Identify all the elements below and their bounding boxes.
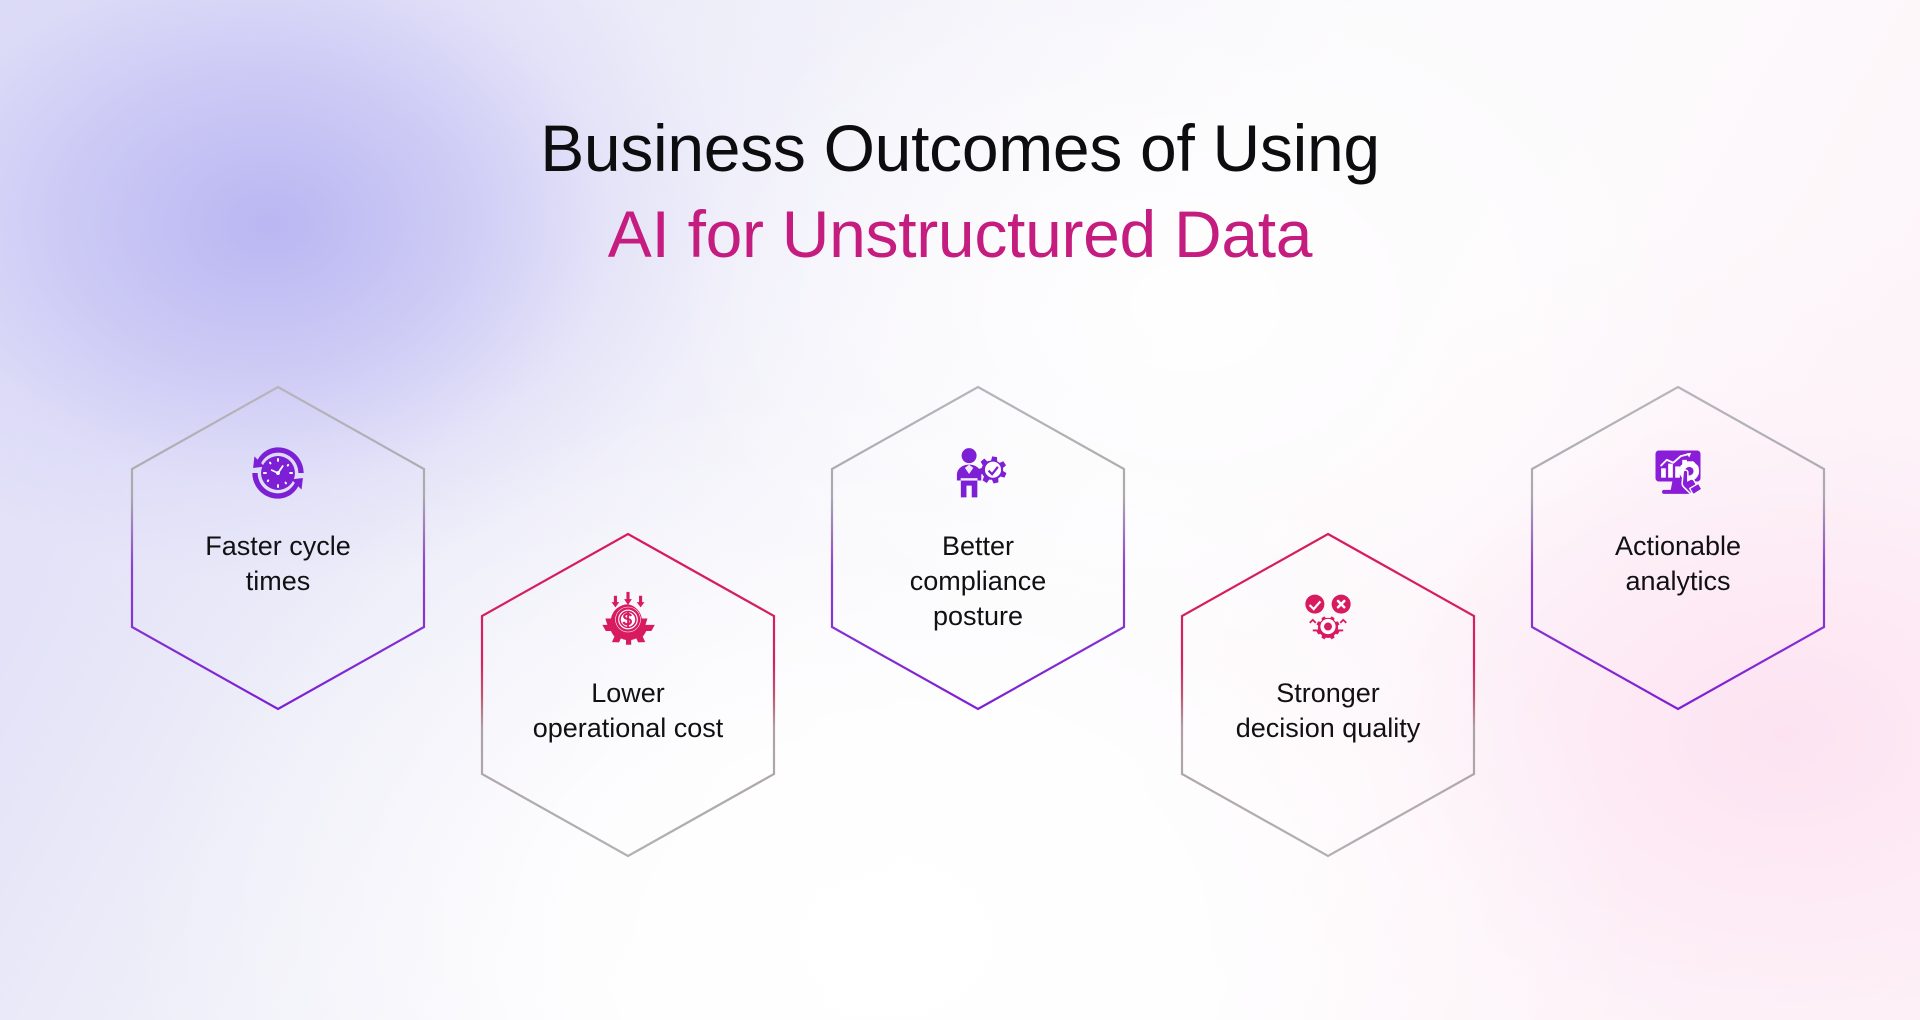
- hexagon-label-3: Better compliance posture: [909, 531, 1047, 631]
- clock-refresh-icon: [242, 437, 314, 509]
- hexagon-label-5: Actionable analytics: [1614, 531, 1742, 596]
- hexagon-card-lower-operational-cost[interactable]: Lower operational cost: [478, 530, 778, 860]
- title-line-accent: AI for Unstructured Data: [607, 197, 1313, 271]
- hexagon-card-faster-cycle-times[interactable]: Faster cycle times: [128, 383, 428, 713]
- analytics-monitor-icon: [1642, 437, 1714, 509]
- hexagon-label-1: Faster cycle times: [205, 531, 351, 596]
- hexagon-card-better-compliance-posture[interactable]: Better compliance posture: [828, 383, 1128, 713]
- decision-gear-check-cross-icon: [1292, 584, 1364, 656]
- compliance-person-gear-icon: [942, 437, 1014, 509]
- title-line-primary: Business Outcomes of Using: [540, 111, 1380, 185]
- cost-reduction-gear-icon: [592, 584, 664, 656]
- hexagon-label-4: Stronger decision quality: [1235, 678, 1421, 743]
- page-title: Business Outcomes of Using AI for Unstru…: [0, 105, 1920, 277]
- hexagon-label-2: Lower operational cost: [532, 678, 724, 743]
- hexagon-card-actionable-analytics[interactable]: Actionable analytics: [1528, 383, 1828, 713]
- hexagon-card-stronger-decision-quality[interactable]: Stronger decision quality: [1178, 530, 1478, 860]
